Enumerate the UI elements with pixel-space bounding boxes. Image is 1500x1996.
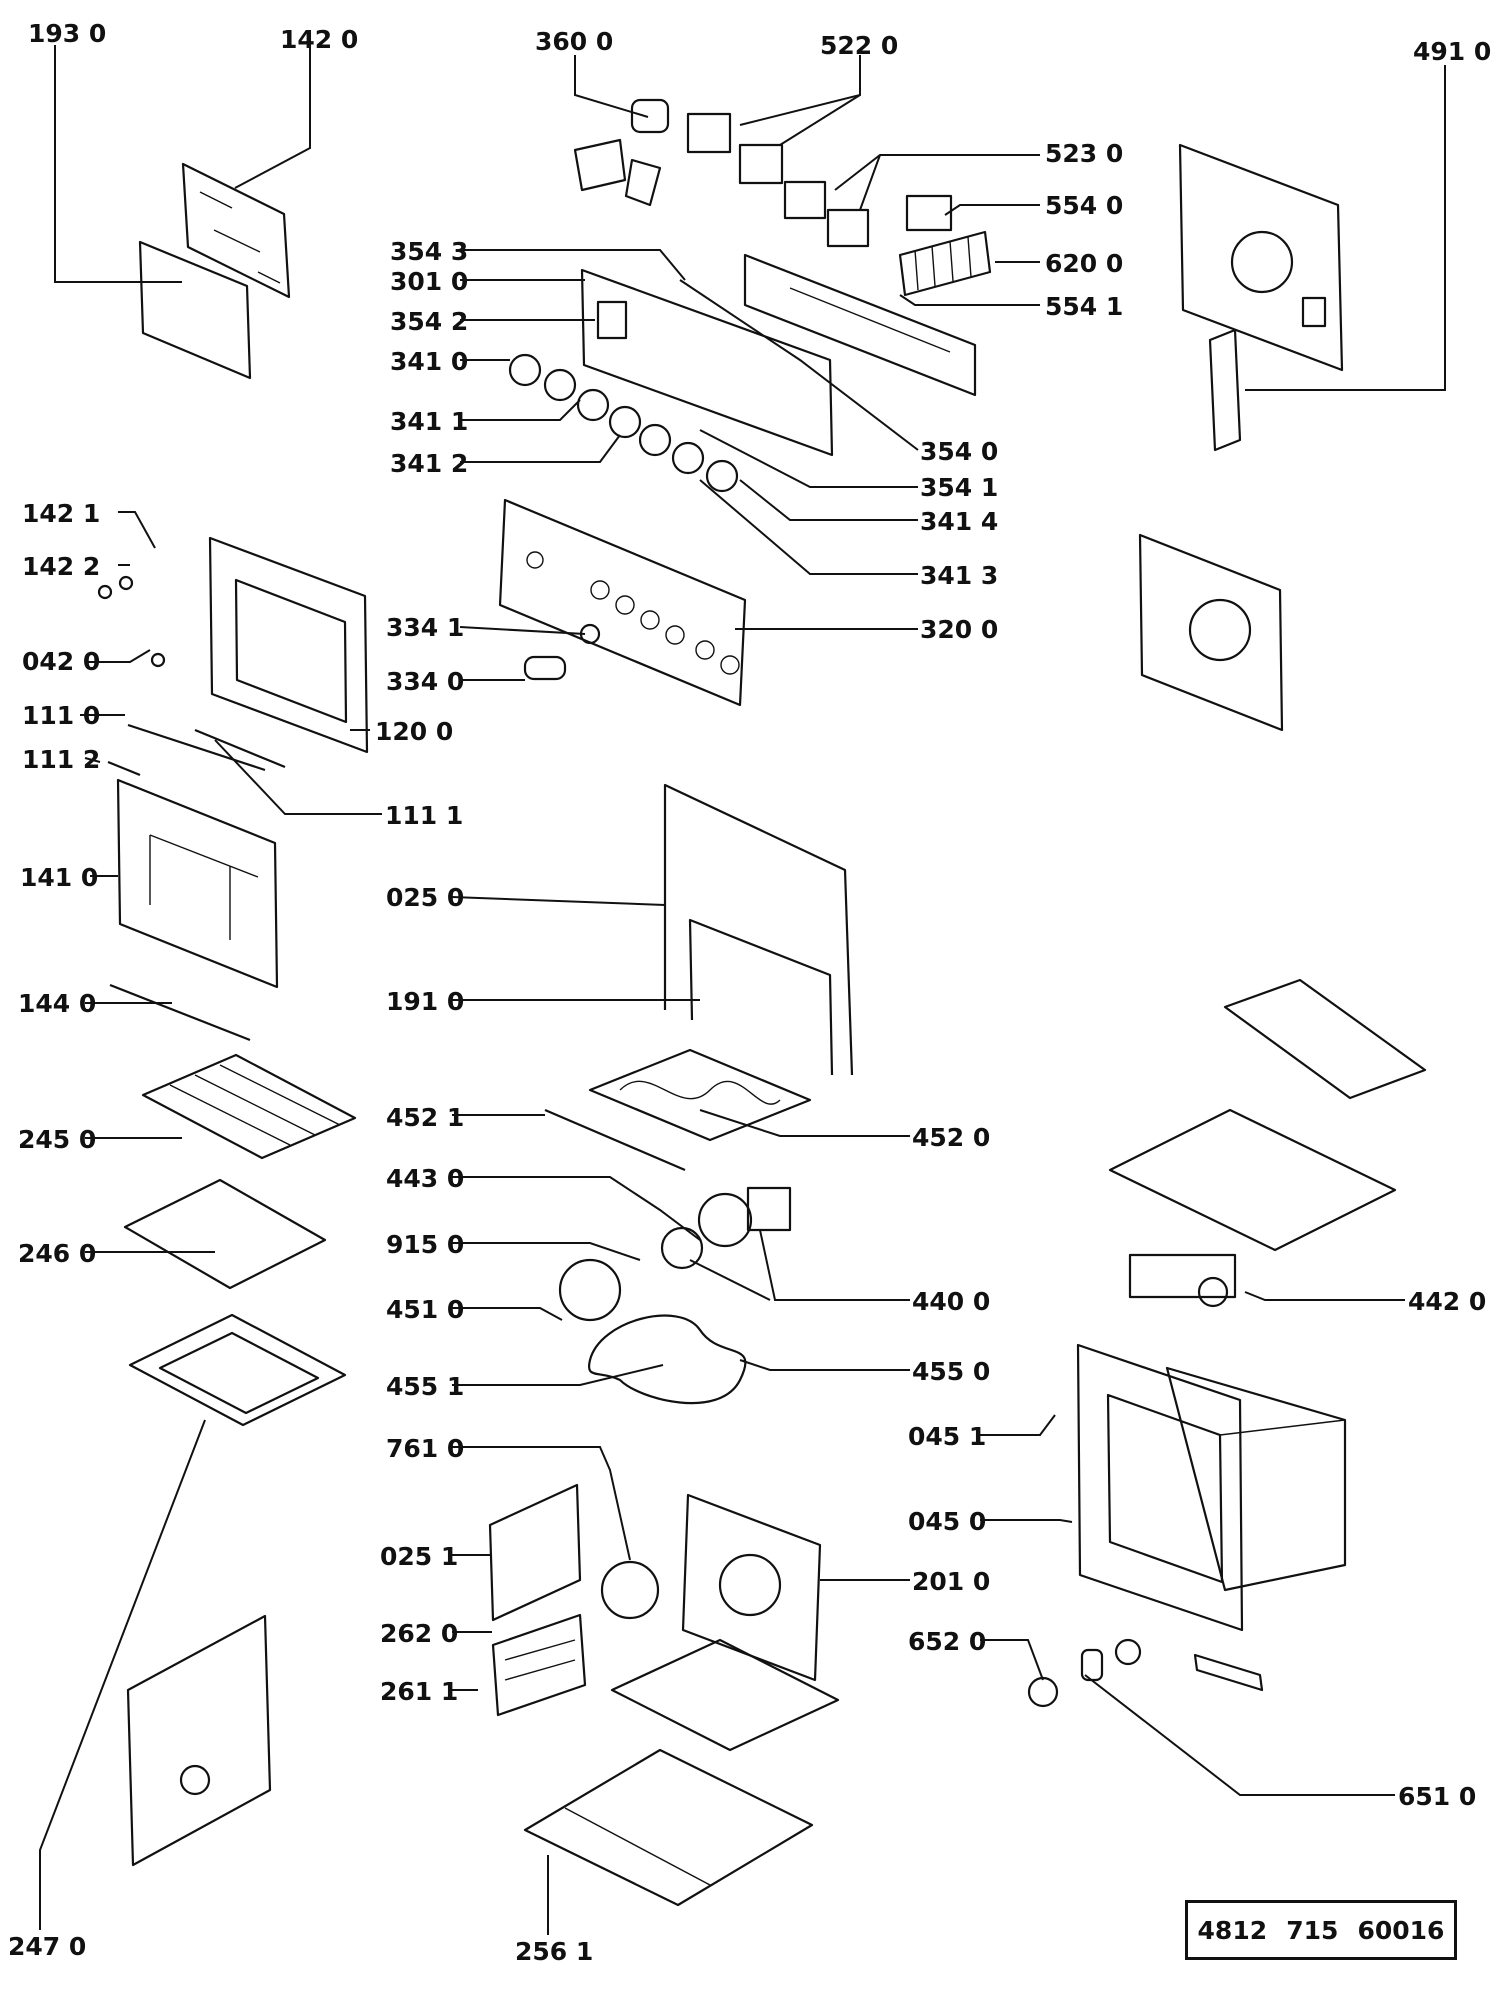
outer-door [109, 778, 279, 1042]
label-261-1: 261 1 [380, 1677, 458, 1706]
label-452-0: 452 0 [912, 1123, 990, 1152]
label-341-4: 341 4 [920, 507, 998, 536]
inner-door-frame [208, 536, 369, 754]
label-522-0: 522 0 [820, 31, 898, 60]
label-193-0: 193 0 [28, 19, 106, 48]
label-334-1: 334 1 [386, 613, 464, 642]
label-120-0: 120 0 [375, 717, 453, 746]
label-443-0: 443 0 [386, 1164, 464, 1193]
label-320-0: 320 0 [920, 615, 998, 644]
label-341-3: 341 3 [920, 561, 998, 590]
control-panel-frame [580, 253, 977, 457]
bottom-plates [523, 1638, 840, 1907]
grill-element [544, 1048, 812, 1172]
oven-cavity [1076, 1343, 1347, 1632]
label-144-0: 144 0 [18, 989, 96, 1018]
label-334-0: 334 0 [386, 667, 464, 696]
label-354-2: 354 2 [390, 307, 468, 336]
switch-assemblies [573, 98, 953, 248]
leader-lines [39, 45, 1446, 1935]
label-451-0: 451 0 [386, 1295, 464, 1324]
fan-motor [558, 1186, 792, 1322]
label-142-1: 142 1 [22, 499, 100, 528]
label-915-0: 915 0 [386, 1230, 464, 1259]
thermostat-knobs [1027, 1638, 1264, 1708]
label-191-0: 191 0 [386, 987, 464, 1016]
label-761-0: 761 0 [386, 1434, 464, 1463]
oven-shelves [123, 1053, 357, 1427]
label-452-1: 452 1 [386, 1103, 464, 1132]
circular-heating-element [587, 1314, 747, 1405]
reference-number-box: 4812 715 60016 [1185, 1900, 1457, 1960]
label-042-0: 042 0 [22, 647, 100, 676]
cooling-fan-cover [1108, 978, 1427, 1308]
label-652-0: 652 0 [908, 1627, 986, 1656]
reference-part-3: 60016 [1357, 1915, 1445, 1945]
label-440-0: 440 0 [912, 1287, 990, 1316]
fan-bracket [1138, 533, 1284, 732]
label-360-0: 360 0 [535, 27, 613, 56]
label-341-1: 341 1 [390, 407, 468, 436]
label-025-0: 025 0 [386, 883, 464, 912]
label-523-0: 523 0 [1045, 139, 1123, 168]
knob-set [508, 353, 739, 493]
label-455-0: 455 0 [912, 1357, 990, 1386]
label-025-1: 025 1 [380, 1542, 458, 1571]
label-341-0: 341 0 [390, 347, 468, 376]
rear-fan-plate [488, 1483, 822, 1682]
label-247-0: 247 0 [8, 1932, 86, 1961]
label-354-3: 354 3 [390, 237, 468, 266]
door-seals [663, 783, 854, 1076]
label-142-0: 142 0 [280, 25, 358, 54]
label-554-0: 554 0 [1045, 191, 1123, 220]
fascia-panel [498, 498, 747, 707]
label-111-1: 111 1 [385, 801, 463, 830]
terminal-block [898, 230, 992, 297]
label-620-0: 620 0 [1045, 249, 1123, 278]
label-442-0: 442 0 [1408, 1287, 1486, 1316]
label-201-0: 201 0 [912, 1567, 990, 1596]
label-256-1: 256 1 [515, 1937, 593, 1966]
label-491-0: 491 0 [1413, 37, 1491, 66]
label-246-0: 246 0 [18, 1239, 96, 1268]
reference-part-2: 715 [1286, 1915, 1339, 1945]
door-handle-parts [97, 575, 286, 777]
label-142-2: 142 2 [22, 552, 100, 581]
label-111-0: 111 0 [22, 701, 100, 730]
label-045-1: 045 1 [908, 1422, 986, 1451]
left-side-panel [126, 1614, 272, 1867]
label-455-1: 455 1 [386, 1372, 464, 1401]
label-111-2: 111 2 [22, 745, 100, 774]
door-glass-panels [138, 162, 291, 380]
label-301-0: 301 0 [390, 267, 468, 296]
label-141-0: 141 0 [20, 863, 98, 892]
label-651-0: 651 0 [1398, 1782, 1476, 1811]
side-panel [491, 1613, 587, 1717]
label-245-0: 245 0 [18, 1125, 96, 1154]
label-354-0: 354 0 [920, 437, 998, 466]
reference-part-1: 4812 [1197, 1915, 1268, 1945]
rear-panel [1178, 143, 1344, 452]
label-045-0: 045 0 [908, 1507, 986, 1536]
label-341-2: 341 2 [390, 449, 468, 478]
label-262-0: 262 0 [380, 1619, 458, 1648]
part-labels: 193 0 142 0 360 0 522 0 491 0 523 0 554 … [8, 19, 1491, 1966]
label-354-1: 354 1 [920, 473, 998, 502]
label-554-1: 554 1 [1045, 292, 1123, 321]
